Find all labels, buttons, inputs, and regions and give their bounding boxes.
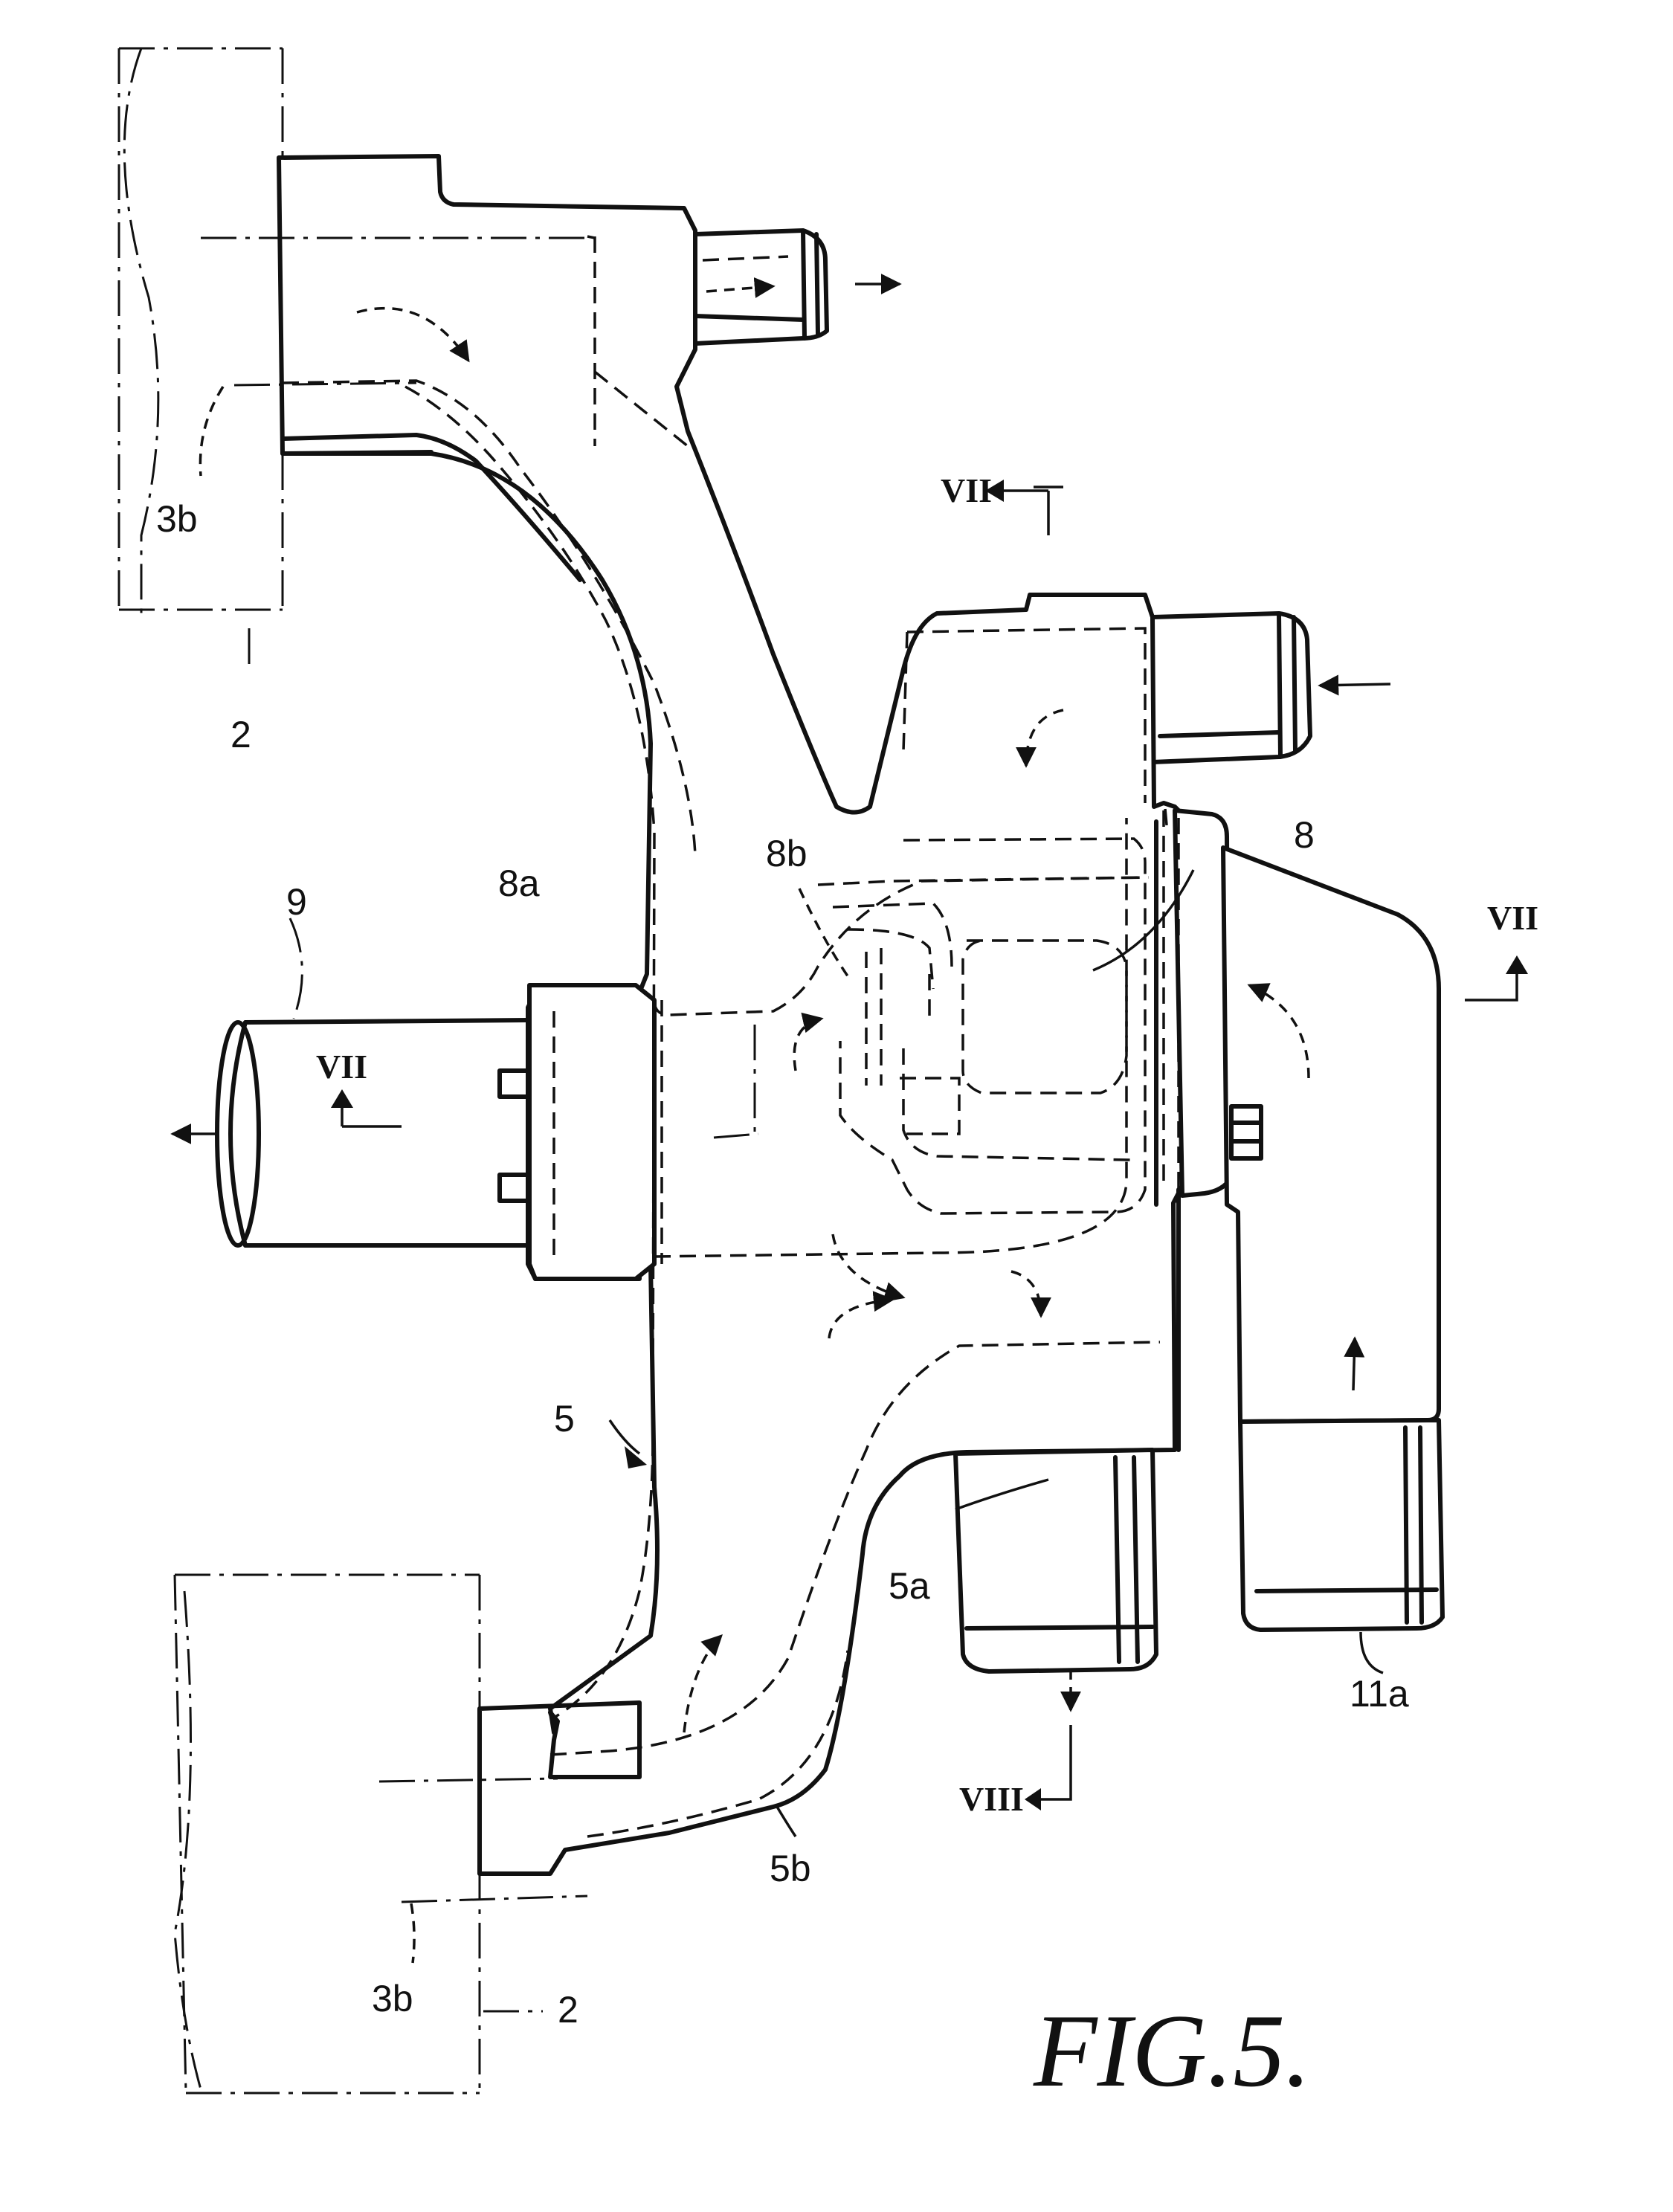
figure-label: FIG.5.: [1033, 1993, 1311, 2109]
cylinder-head-bottom: [173, 1573, 481, 2095]
ref-label-5a: 5a: [889, 1565, 930, 1607]
center-lines: [123, 48, 759, 2090]
ref-label-9: 9: [286, 881, 307, 923]
ref-label-8: 8: [1294, 814, 1315, 856]
ref-label-5b: 5b: [770, 1848, 811, 1889]
section-mark-vii-right: VII: [1465, 899, 1538, 1002]
reference-labels: 3b 2 9 8a 8b 8 5 5a 11a 5b 3b 2: [156, 498, 1409, 2031]
section-label-viii-bottom: VIII: [959, 1780, 1024, 1818]
section-label-vii-right: VII: [1487, 899, 1538, 937]
outlet-pipe-9: [215, 983, 657, 1281]
bypass-hose-11a: [1221, 845, 1445, 1632]
ref-label-3b-top: 3b: [156, 498, 198, 540]
ref-label-5: 5: [554, 1398, 575, 1439]
flow-arrows: [170, 274, 1391, 1733]
ref-label-2-top: 2: [231, 714, 251, 755]
right-inlet-pipe: [1150, 611, 1312, 764]
section-label-vii-top: VII: [941, 471, 992, 509]
ref-label-11a: 11a: [1350, 1673, 1409, 1715]
section-mark-vii-left: VII: [316, 1048, 402, 1128]
section-mark-vii-top: VII: [941, 471, 1063, 535]
leader-lines: [199, 386, 1384, 2013]
ref-label-8b: 8b: [766, 833, 808, 874]
hidden-passages: [282, 235, 1180, 1838]
bolt-icon: [1229, 1104, 1263, 1161]
section-mark-viii-bottom: VIII: [959, 1725, 1072, 1818]
cylinder-head-top: [117, 47, 284, 611]
lower-outlet-pipe-5a: [953, 1448, 1158, 1674]
section-label-vii-left: VII: [316, 1048, 367, 1086]
ref-label-2-bottom: 2: [558, 1989, 578, 2031]
ref-label-8a: 8a: [498, 862, 540, 904]
ref-label-3b-bottom: 3b: [372, 1978, 413, 2019]
manifold-body: [277, 154, 1184, 1876]
